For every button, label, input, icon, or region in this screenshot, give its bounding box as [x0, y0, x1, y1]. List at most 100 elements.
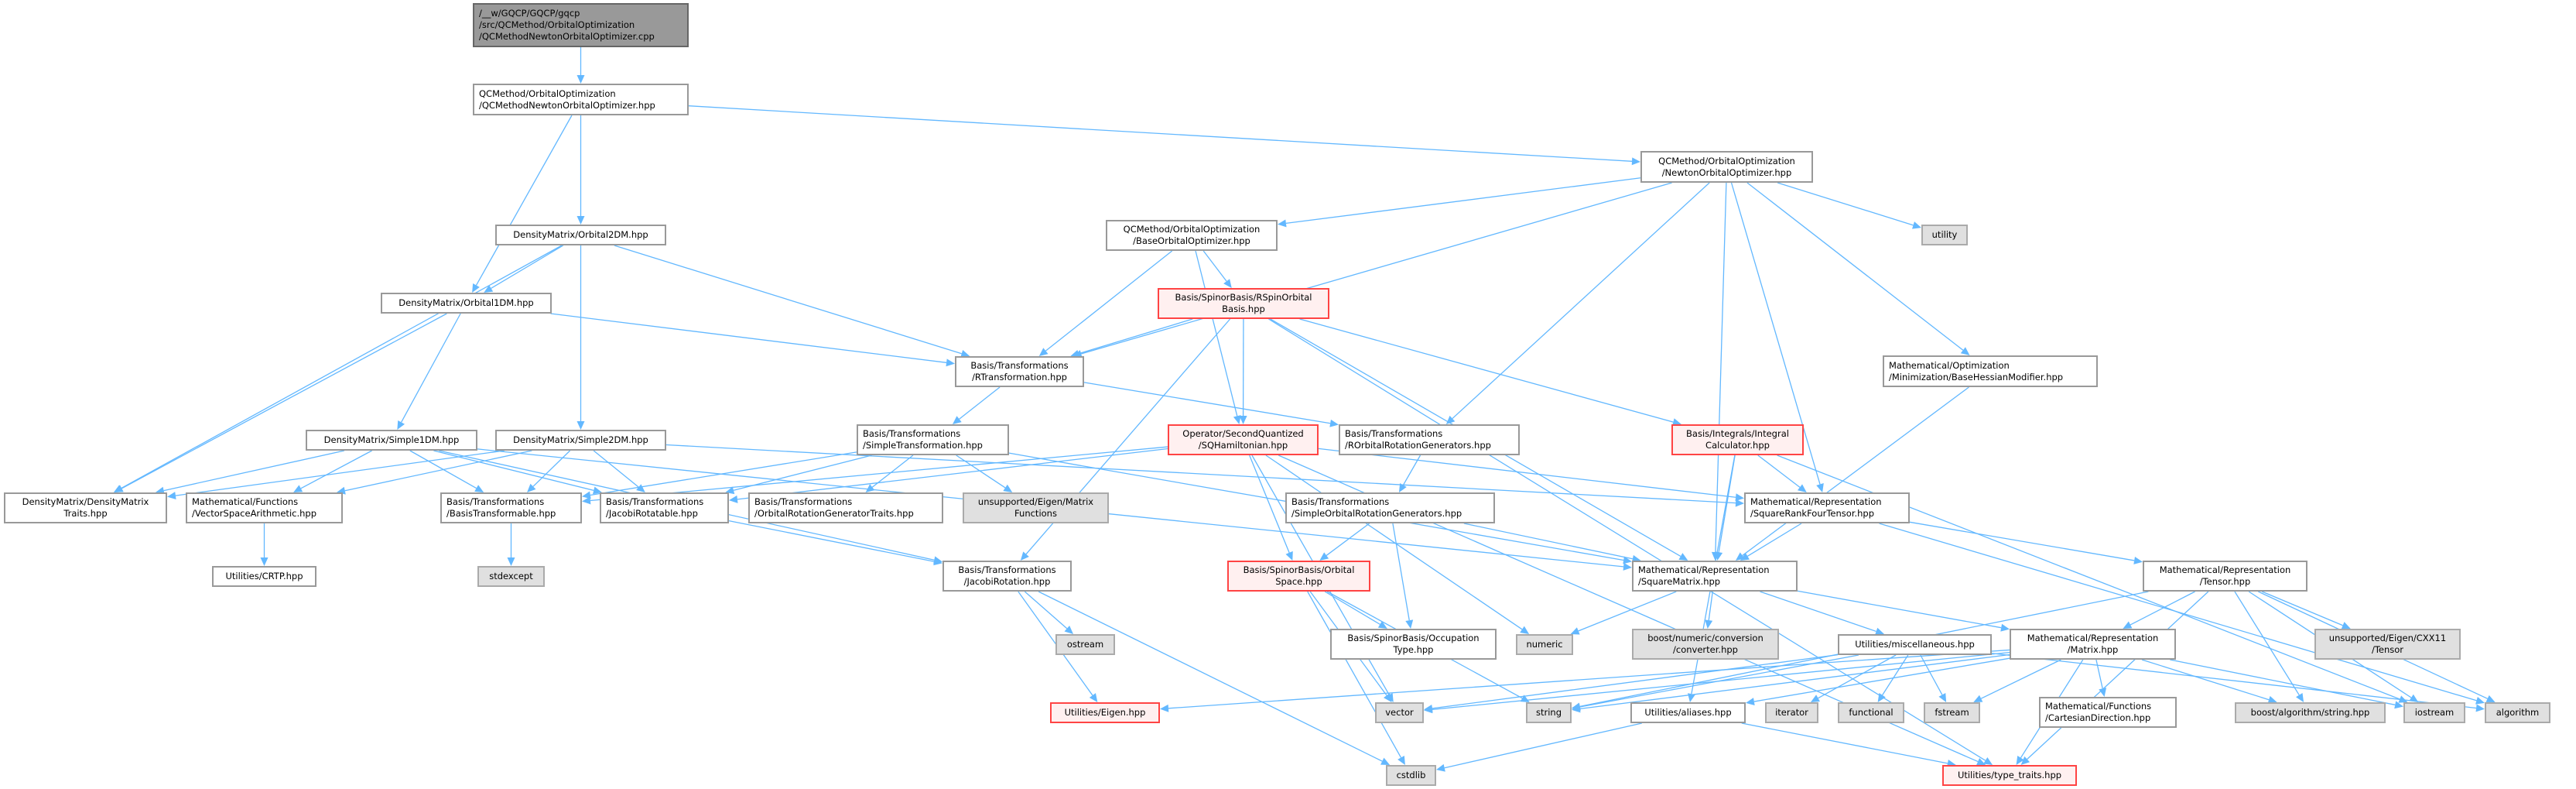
node-string[interactable]: string: [1526, 702, 1572, 723]
edge-arrowhead: [729, 495, 738, 503]
edge-arrowhead: [1278, 219, 1287, 228]
edge-simple2dm-to-btrans: [527, 450, 571, 492]
edge-arrowhead: [1223, 279, 1232, 288]
edge-simpletrans-to-jrotatable: [725, 455, 872, 495]
node-tensor[interactable]: Mathematical/Representation /Tensor.hpp: [2143, 561, 2307, 592]
node-crtp[interactable]: Utilities/CRTP.hpp: [212, 566, 316, 587]
edge-simple1dm-to-btrans: [409, 450, 484, 492]
edge-sqmatrix-to-numeric: [1570, 591, 1677, 635]
edge-arrowhead: [2485, 695, 2496, 702]
edge-arrowhead: [507, 557, 515, 566]
edge-line: [1715, 182, 1727, 553]
node-basis-transformable[interactable]: Basis/Transformations /BasisTransformabl…: [440, 492, 582, 523]
edge-line: [163, 450, 345, 492]
edge-simple1dm-to-jrotatable: [433, 450, 602, 495]
edge-sqmatrix-to-misc: [1760, 591, 1885, 636]
node-rspin-orbital-basis[interactable]: Basis/SpinorBasis/RSpinOrbital Basis.hpp: [1158, 288, 1329, 319]
edge-matrix-to-fstream: [1973, 659, 2061, 702]
node-ostream[interactable]: ostream: [1055, 634, 1115, 655]
node-orbital-rotation-generator-traits[interactable]: Basis/Transformations /OrbitalRotationGe…: [748, 492, 943, 523]
edge-line: [959, 386, 1001, 420]
node-simple-transformation[interactable]: Basis/Transformations /SimpleTransformat…: [857, 424, 1009, 455]
edge-line: [1753, 657, 2010, 702]
node-eigen-matrix-functions[interactable]: unsupported/Eigen/Matrix Functions: [963, 492, 1109, 523]
node-square-matrix[interactable]: Mathematical/Representation /SquareMatri…: [1632, 561, 1798, 592]
node-jacobi-rotation[interactable]: Basis/Transformations /JacobiRotation.hp…: [942, 561, 1072, 592]
node-numeric[interactable]: numeric: [1516, 634, 1573, 655]
edge-matrix-to-iostream: [2170, 659, 2403, 709]
edge-tensor-to-cxx11: [2261, 591, 2351, 629]
node-rorbital-rotation-generators[interactable]: Basis/Transformations /ROrbitalRotationG…: [1339, 424, 1520, 455]
node-cartesian-direction[interactable]: Mathematical/Functions /CartesianDirecti…: [2039, 697, 2177, 728]
node-jacobi-rotatable[interactable]: Basis/Transformations /JacobiRotatable.h…: [600, 492, 729, 523]
node-vector-space-arithmetic[interactable]: Mathematical/Functions /VectorSpaceArith…: [186, 492, 343, 523]
node-stdexcept[interactable]: stdexcept: [477, 566, 545, 587]
node-newton-orbital-optimizer[interactable]: QCMethod/OrbitalOptimization /NewtonOrbi…: [1640, 151, 1813, 183]
edge-line: [1578, 591, 1677, 632]
node-rtransformation[interactable]: Basis/Transformations /RTransformation.h…: [955, 356, 1084, 387]
edge-line: [1285, 177, 1641, 225]
edge-arrowhead: [2398, 695, 2408, 703]
node-matrix[interactable]: Mathematical/Representation /Matrix.hpp: [2010, 629, 2176, 660]
edge-sqham-to-sr4t: [1318, 448, 1744, 502]
node-base-hessian-modifier[interactable]: Mathematical/Optimization /Minimization/…: [1883, 355, 2098, 387]
node-orbital1dm[interactable]: DensityMatrix/Orbital1DM.hpp: [381, 293, 552, 314]
node-boost-numeric-converter[interactable]: boost/numeric/conversion /converter.hpp: [1632, 629, 1779, 660]
edge-arrowhead: [2000, 623, 2010, 632]
edge-newton-to-sr4t: [1730, 182, 1824, 492]
edge-line: [121, 245, 563, 489]
edge-line: [2234, 591, 2300, 696]
edge-arrowhead: [725, 486, 735, 495]
edge-arrowhead: [1623, 556, 1632, 564]
node-boost-algorithm-string[interactable]: boost/algorithm/string.hpp: [2235, 702, 2386, 723]
node-vector[interactable]: vector: [1375, 702, 1424, 723]
node-miscellaneous[interactable]: Utilities/miscellaneous.hpp: [1838, 634, 1992, 655]
edge-baseopt-to-sqham: [1195, 250, 1241, 424]
edge-arrowhead: [2099, 688, 2107, 697]
edge-line: [593, 450, 639, 488]
edge-rspin-to-typetraits: [1268, 318, 1993, 765]
edge-arrowhead: [1875, 627, 1885, 636]
node-root-source-file[interactable]: /__w/GQCP/GQCP/gqcp /src/QCMethod/Orbita…: [473, 3, 689, 47]
node-eigen-cxx11-tensor[interactable]: unsupported/Eigen/CXX11 /Tensor: [2314, 629, 2461, 660]
node-sq-hamiltonian[interactable]: Operator/SecondQuantized /SQHamiltonian.…: [1168, 424, 1319, 455]
edge-line: [2130, 591, 2195, 626]
edge-line: [1730, 182, 1821, 485]
node-orbital-space[interactable]: Basis/SpinorBasis/Orbital Space.hpp: [1227, 561, 1370, 592]
edge-line: [1708, 591, 1713, 621]
node-algorithm[interactable]: algorithm: [2485, 702, 2550, 723]
node-simple1dm[interactable]: DensityMatrix/Simple1DM.hpp: [306, 430, 477, 451]
edge-rtrans-to-simpletrans: [952, 386, 1001, 424]
node-type-traits[interactable]: Utilities/type_traits.hpp: [1942, 765, 2077, 786]
node-simple-orbital-rotation-generators[interactable]: Basis/Transformations /SimpleOrbitalRota…: [1285, 492, 1495, 523]
edge-misc-to-fstream: [1920, 654, 1947, 702]
edge-sr4t-to-algorithm: [1879, 523, 2485, 705]
edge-arrowhead: [1319, 552, 1329, 561]
node-fstream[interactable]: fstream: [1924, 702, 1980, 723]
node-utility[interactable]: utility: [1921, 225, 1968, 245]
node-orbital2dm[interactable]: DensityMatrix/Orbital2DM.hpp: [495, 225, 666, 245]
node-cstdlib[interactable]: cstdlib: [1386, 765, 1436, 786]
edge-line: [1168, 649, 2010, 709]
node-base-orbital-optimizer[interactable]: QCMethod/OrbitalOptimization /BaseOrbita…: [1106, 220, 1278, 251]
node-density-matrix-traits[interactable]: DensityMatrix/DensityMatrix Traits.hpp: [4, 492, 167, 523]
edge-arrowhead: [2016, 756, 2024, 765]
edge-arrowhead: [1938, 692, 1947, 702]
node-integral-calculator[interactable]: Basis/Integrals/Integral Calculator.hpp: [1671, 424, 1804, 455]
node-occupation-type[interactable]: Basis/SpinorBasis/Occupation Type.hpp: [1330, 629, 1497, 660]
node-qcmethod-newton-orbital-optimizer-hpp[interactable]: QCMethod/OrbitalOptimization /QCMethodNe…: [473, 84, 689, 115]
edge-arrowhead: [960, 349, 970, 358]
node-square-rank-four-tensor[interactable]: Mathematical/Representation /SquareRankF…: [1744, 492, 1910, 523]
node-utilities-eigen[interactable]: Utilities/Eigen.hpp: [1050, 702, 1160, 723]
edge-arrowhead: [2341, 622, 2351, 629]
edge-arrowhead: [582, 491, 591, 499]
node-simple2dm[interactable]: DensityMatrix/Simple2DM.hpp: [495, 430, 666, 451]
node-iterator[interactable]: iterator: [1765, 702, 1818, 723]
node-iostream[interactable]: iostream: [2403, 702, 2465, 723]
edge-matrix-to-string: [1572, 653, 2010, 713]
edge-line: [2027, 591, 2209, 760]
node-functional[interactable]: functional: [1838, 702, 1904, 723]
node-aliases[interactable]: Utilities/aliases.hpp: [1630, 702, 1746, 723]
edge-arrowhead: [576, 75, 585, 84]
edge-sorg-to-orbspace: [1319, 523, 1370, 561]
